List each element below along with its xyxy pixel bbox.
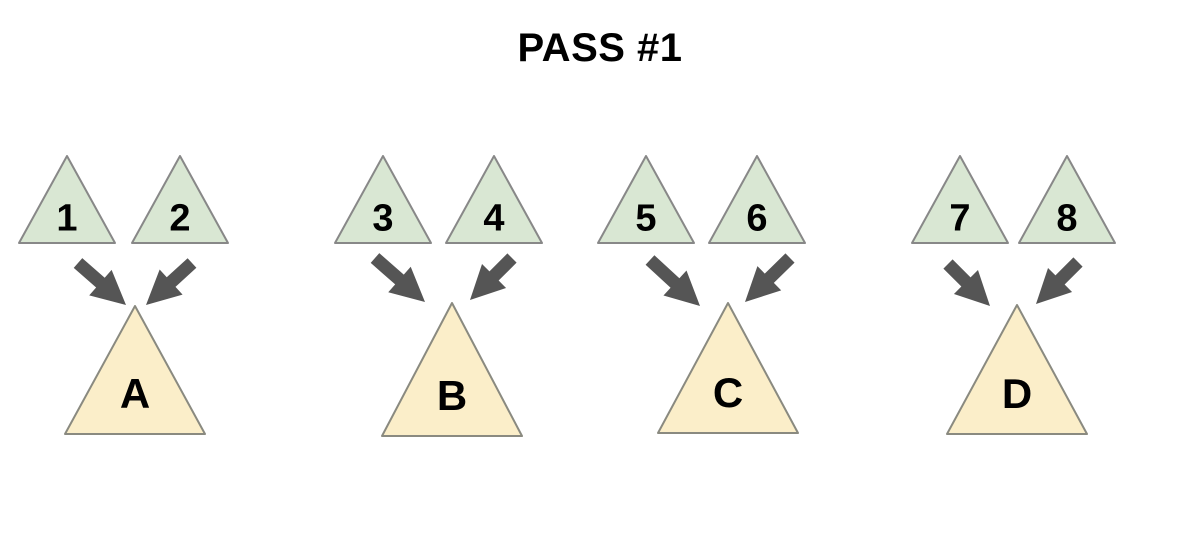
target-triangle-shape[interactable] <box>381 302 523 437</box>
merge-group: 1 2A <box>18 155 229 435</box>
source-triangle-shape[interactable] <box>445 155 543 244</box>
source-triangle[interactable]: 3 <box>334 155 432 244</box>
source-triangle-label: 1 <box>56 198 77 240</box>
source-triangle-shape[interactable] <box>597 155 695 244</box>
merge-arrow <box>745 253 795 302</box>
source-triangle-label: 8 <box>1056 198 1077 240</box>
target-triangle[interactable]: C <box>657 302 799 434</box>
merge-group: 5 6C <box>597 155 806 434</box>
source-triangle-shape[interactable] <box>1018 155 1116 244</box>
target-triangle-label: A <box>120 370 150 417</box>
source-triangle[interactable]: 4 <box>445 155 543 244</box>
source-triangle-shape[interactable] <box>18 155 116 244</box>
source-triangle-label: 6 <box>746 198 767 240</box>
page-title: PASS #1 <box>517 26 683 70</box>
source-triangle[interactable]: 1 <box>18 155 116 244</box>
source-triangle-label: 3 <box>372 198 393 240</box>
source-triangle-shape[interactable] <box>334 155 432 244</box>
merge-group: 3 4B <box>334 155 543 437</box>
source-triangle[interactable]: 8 <box>1018 155 1116 244</box>
source-triangle[interactable]: 7 <box>911 155 1009 244</box>
target-triangle-shape[interactable] <box>946 304 1088 435</box>
source-triangle-label: 2 <box>169 198 190 240</box>
source-triangle-label: 5 <box>635 198 656 240</box>
source-triangle-label: 7 <box>949 198 970 240</box>
merge-group: 7 8D <box>911 155 1116 435</box>
target-triangle-label: D <box>1002 370 1032 417</box>
target-triangle-label: B <box>437 372 467 419</box>
target-triangle[interactable]: D <box>946 304 1088 435</box>
source-triangle-shape[interactable] <box>911 155 1009 244</box>
target-triangle-shape[interactable] <box>64 305 206 435</box>
merge-arrow <box>943 259 990 306</box>
merge-arrow <box>470 253 517 300</box>
merge-arrow <box>73 258 126 305</box>
target-triangle[interactable]: A <box>64 305 206 435</box>
merge-arrow <box>370 253 425 302</box>
source-triangle-shape[interactable] <box>708 155 806 244</box>
merge-arrow <box>1036 257 1083 304</box>
source-triangle[interactable]: 2 <box>131 155 229 244</box>
target-triangle[interactable]: B <box>381 302 523 437</box>
target-triangle-label: C <box>713 369 743 416</box>
source-triangle-shape[interactable] <box>131 155 229 244</box>
source-triangle[interactable]: 5 <box>597 155 695 244</box>
merge-arrow <box>645 255 700 306</box>
merge-arrow <box>146 258 197 305</box>
source-triangle-label: 4 <box>483 198 504 240</box>
target-triangle-shape[interactable] <box>657 302 799 434</box>
source-triangle[interactable]: 6 <box>708 155 806 244</box>
